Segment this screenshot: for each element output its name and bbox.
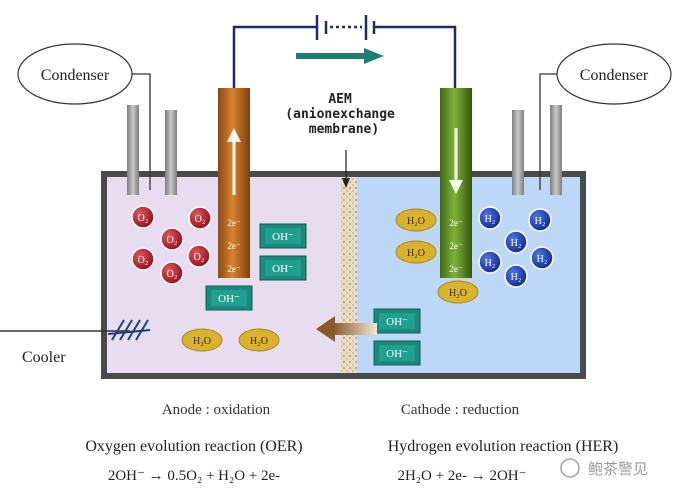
oh-ions: OH⁻ OH⁻ OH⁻ OH⁻ OH⁻ xyxy=(205,223,421,366)
watermark: 鲍茶警见 xyxy=(560,458,648,478)
o2-molecule-label: O₂ xyxy=(195,214,206,225)
o2-molecules: O₂ O₂ O₂ O₂ O₂ O₂ xyxy=(131,205,212,285)
oh-ion-4: OH⁻ xyxy=(373,308,421,334)
electrolyzer-tank xyxy=(101,171,586,379)
oh-ion-label: OH⁻ xyxy=(272,231,294,243)
h2o-molecule-4: H₂O xyxy=(395,240,437,264)
oh-ion-label: OH⁻ xyxy=(272,263,294,275)
h2o-molecules: H₂O H₂O H₂O H₂O H₂O xyxy=(181,208,479,352)
cathode-down-arrow xyxy=(449,128,463,194)
h2-molecules: H₂ H₂ H₂ H₂ H₂ H₂ xyxy=(478,206,554,288)
cooler-label: Cooler xyxy=(22,349,66,366)
h2o-label: H₂O xyxy=(449,288,467,299)
oh-ion-3: OH⁻ xyxy=(205,285,253,311)
her-title: Hydrogen evolution reaction (HER) xyxy=(388,438,619,455)
oh-ion-label: OH⁻ xyxy=(386,348,408,360)
h2-molecule-label: H₂ xyxy=(537,254,548,265)
battery-icon xyxy=(315,15,376,40)
h2-molecule-label: H₂ xyxy=(535,216,546,227)
condenser-right-label: Condenser xyxy=(580,67,649,84)
o2-molecule-6: O₂ xyxy=(160,261,184,285)
electron-flow-arrow xyxy=(296,48,384,64)
o2-molecule-label: O₂ xyxy=(138,213,149,224)
h2-molecule-label: H₂ xyxy=(485,214,496,225)
anode-charge-2: 2e⁻ xyxy=(227,241,240,251)
anode-up-arrow xyxy=(227,128,241,195)
h2o-molecule-5: H₂O xyxy=(437,280,479,304)
oh-ion-1: OH⁻ xyxy=(259,223,307,249)
cathode-charge-3: 2e⁻ xyxy=(449,264,462,274)
h2-molecule-6: H₂ xyxy=(504,264,528,288)
oh-ion-2: OH⁻ xyxy=(259,255,307,281)
o2-molecule-label: O₂ xyxy=(138,255,149,266)
membrane-pointer xyxy=(342,150,350,188)
her-equation: 2H₂O + 2e- → 2OH⁻ xyxy=(397,468,526,484)
condenser-right xyxy=(556,43,672,105)
o2-molecule-4: O₂ xyxy=(131,247,155,271)
oer-title: Oxygen evolution reaction (OER) xyxy=(85,438,302,455)
circuit-wire xyxy=(232,25,316,90)
right-tube-outer xyxy=(550,105,562,195)
h2-molecule-3: H₂ xyxy=(504,230,528,254)
anode-charge-1: 2e⁻ xyxy=(227,218,240,228)
cathode-caption: Cathode : reduction xyxy=(401,402,520,418)
o2-molecule-label: O₂ xyxy=(194,252,205,263)
watermark-text: 鲍茶警见 xyxy=(588,461,648,478)
oer-equation: 2OH⁻ → 0.5O₂ + H₂O + 2e- xyxy=(108,468,280,484)
o2-molecule-2: O₂ xyxy=(188,206,212,230)
condenser-left xyxy=(17,43,133,105)
condenser-left-label: Condenser xyxy=(41,67,110,84)
right-tube-inner xyxy=(512,110,524,195)
cathode-charge-1: 2e⁻ xyxy=(449,218,462,228)
o2-molecule-label: O₂ xyxy=(167,269,178,280)
h2o-molecule-3: H₂O xyxy=(395,208,437,232)
circuit-wire-right xyxy=(375,25,457,90)
h2-molecule-2: H₂ xyxy=(528,208,552,232)
oh-ion-label: OH⁻ xyxy=(386,316,408,328)
h2o-label: H₂O xyxy=(407,248,425,259)
o2-molecule-label: O₂ xyxy=(167,235,178,246)
cooler-coil xyxy=(107,319,151,341)
h2-molecule-label: H₂ xyxy=(511,238,522,249)
h2-molecule-label: H₂ xyxy=(485,258,496,269)
h2-molecule-label: H₂ xyxy=(511,272,522,283)
membrane-label: AEM (anionexchange membrane) xyxy=(285,92,402,137)
cathode-charge-2: 2e⁻ xyxy=(449,241,462,251)
o2-molecule-1: O₂ xyxy=(131,205,155,229)
h2o-label: H₂O xyxy=(250,336,268,347)
o2-molecule-5: O₂ xyxy=(187,244,211,268)
h2-molecule-4: H₂ xyxy=(478,250,502,274)
h2-molecule-5: H₂ xyxy=(530,246,554,270)
oh-transport-arrow xyxy=(316,316,377,342)
left-tube-outer xyxy=(127,105,139,195)
h2o-label: H₂O xyxy=(193,336,211,347)
membrane xyxy=(341,176,357,374)
h2o-molecule-2: H₂O xyxy=(238,328,280,352)
anode-charge-3: 2e⁻ xyxy=(227,264,240,274)
h2o-label: H₂O xyxy=(407,216,425,227)
oh-ion-label: OH⁻ xyxy=(218,293,240,305)
oh-ion-5: OH⁻ xyxy=(373,340,421,366)
h2-molecule-1: H₂ xyxy=(478,206,502,230)
h2o-molecule-1: H₂O xyxy=(181,328,223,352)
left-tube-inner xyxy=(165,110,177,195)
o2-molecule-3: O₂ xyxy=(160,227,184,251)
anode-caption: Anode : oxidation xyxy=(162,402,271,418)
left-condenser-wire xyxy=(131,73,151,190)
